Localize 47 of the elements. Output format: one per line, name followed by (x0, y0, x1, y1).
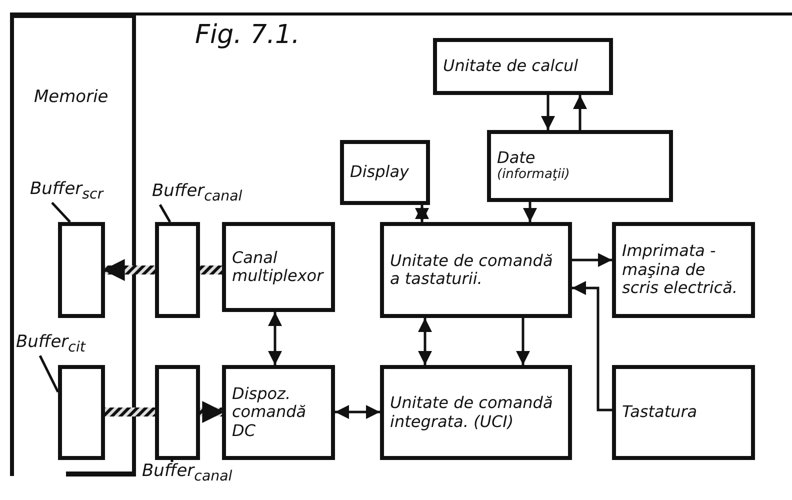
block-label: Unitate de comandă integrata. (UCI) (390, 394, 554, 431)
data-bus-arrow (200, 401, 224, 423)
buffer-label: Buffer$_{canal}$ (152, 182, 242, 205)
memory-label: Memorie (34, 88, 108, 108)
block-box (612, 365, 755, 460)
block-box (433, 38, 613, 95)
buffer-box (58, 222, 105, 318)
block-box (340, 140, 430, 205)
block-box (222, 222, 335, 312)
block-label: Dispoz. comandă DC (232, 384, 308, 440)
buffer-label: Buffer$_{canal}$ (142, 462, 232, 485)
buffer-box (155, 365, 200, 460)
figure-title: Fig. 7.1. (195, 20, 300, 50)
block-box (380, 222, 572, 318)
block-box (222, 365, 335, 460)
buffer-box (58, 365, 105, 460)
leader-line (38, 355, 60, 393)
arrow (268, 312, 282, 365)
arrow (573, 95, 587, 130)
block-label: Date (497, 149, 536, 168)
block-label: (informaţii) (497, 168, 570, 183)
block-label: Display (350, 163, 409, 182)
arrow (415, 205, 429, 222)
leader-line (51, 202, 71, 223)
block-label: Unitate de comandă a tastaturii. (390, 252, 554, 288)
block-box (612, 222, 755, 318)
buffer-label: Buffer$_{scr}$ (30, 180, 104, 203)
arrow (572, 253, 612, 267)
arrow (541, 95, 555, 130)
block-box (487, 130, 673, 202)
block-label: Unitate de calcul (443, 57, 578, 76)
leader-line (158, 204, 172, 223)
block-label: Imprimata - maşina de scris electrică. (622, 242, 738, 298)
buffer-box (155, 222, 200, 318)
memory-band (10, 14, 136, 476)
arrow (418, 318, 432, 365)
block-label: Tastatura (622, 403, 698, 422)
leader-line (170, 460, 174, 462)
data-bus-arrow (102, 259, 155, 281)
block-box (380, 365, 572, 460)
leader-line (200, 266, 222, 274)
buffer-label: Buffer$_{cit}$ (16, 333, 86, 356)
arrow (516, 318, 530, 365)
arrow (335, 405, 380, 419)
arrow (523, 202, 537, 222)
block-label: Canal multiplexor (232, 248, 325, 286)
arrow (572, 281, 612, 412)
